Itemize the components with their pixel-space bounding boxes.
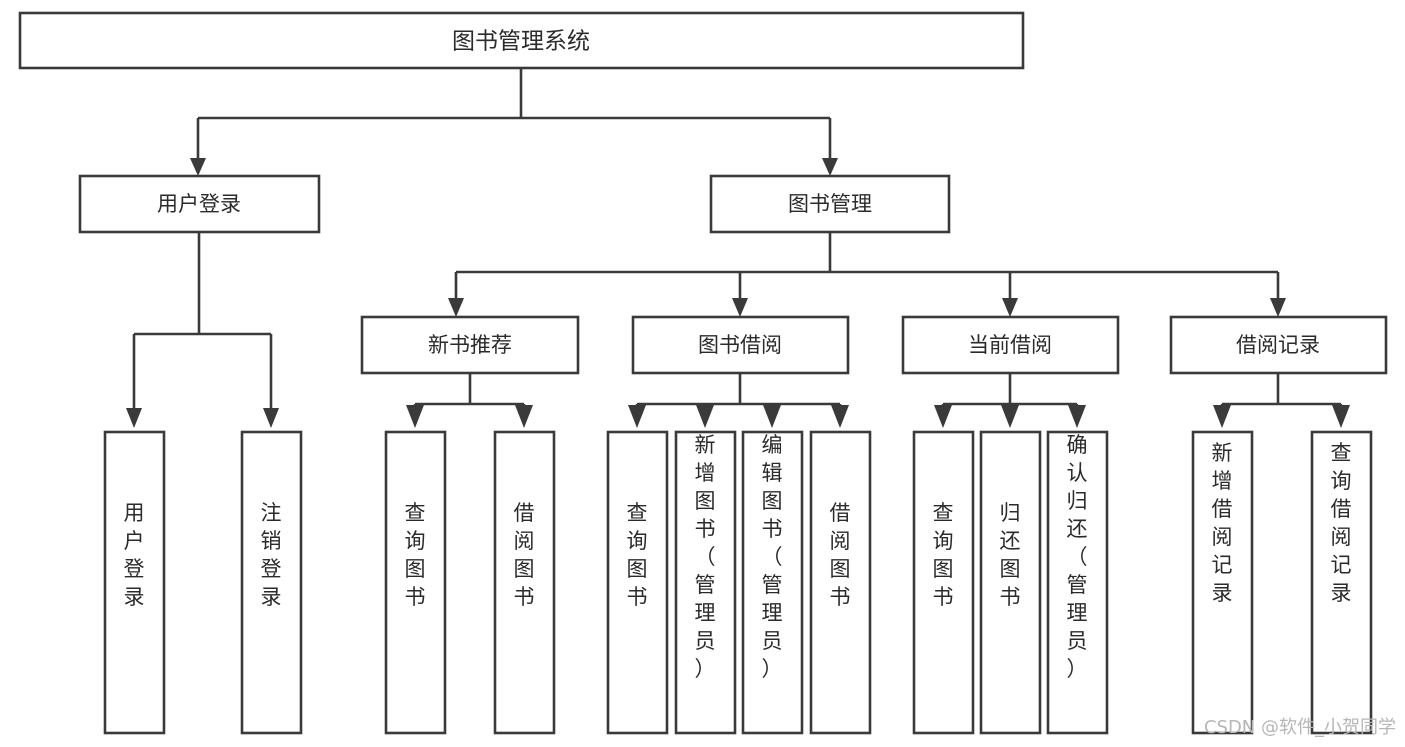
- connector-bookmgmt-bus: [454, 232, 1280, 298]
- node-borrow[interactable]: 图书借阅: [631, 315, 850, 375]
- arrowhead-to-borrow: [732, 298, 748, 317]
- node-leaf-query-record[interactable]: 查询借阅记录: [1310, 430, 1373, 735]
- node-book-mgmt-box[interactable]: [709, 174, 951, 234]
- node-root[interactable]: 图书管理系统: [18, 11, 1025, 70]
- node-login[interactable]: 用户登录: [78, 174, 321, 234]
- node-leaf-add-book[interactable]: 新增图书（管理员）: [674, 430, 737, 735]
- node-leaf-query-book-a-label: 查询图书: [405, 501, 426, 609]
- node-leaf-confirm-return-box[interactable]: [1046, 430, 1109, 735]
- node-leaf-return-book-label: 归还图书: [1000, 501, 1021, 609]
- node-borrow-record-box[interactable]: [1169, 315, 1388, 375]
- node-login-label: 用户登录: [157, 192, 241, 216]
- node-login-box[interactable]: [78, 174, 321, 234]
- node-root-box[interactable]: [18, 11, 1025, 70]
- node-leaf-query-book-a-box[interactable]: [384, 430, 447, 735]
- node-borrow-record[interactable]: 借阅记录: [1169, 315, 1388, 375]
- node-leaf-query-book-c-box[interactable]: [912, 430, 975, 735]
- node-leaf-add-record-box[interactable]: [1191, 430, 1254, 735]
- node-leaf-logout[interactable]: 注销登录: [240, 430, 303, 735]
- node-leaf-edit-book-label: 编辑图书（管理员）: [762, 433, 783, 681]
- node-leaf-borrow-book-a-label: 借阅图书: [514, 501, 535, 609]
- arrowhead-to-leaf-add-record: [1213, 405, 1231, 428]
- arrowhead-to-leaf-add-book: [696, 405, 714, 428]
- node-leaf-user-login[interactable]: 用户登录: [103, 430, 166, 735]
- node-leaf-edit-book[interactable]: 编辑图书（管理员）: [741, 430, 804, 735]
- node-new-book-box[interactable]: [360, 315, 580, 375]
- node-leaf-confirm-return[interactable]: 确认归还（管理员）: [1046, 430, 1109, 735]
- node-leaf-borrow-book-a[interactable]: 借阅图书: [493, 430, 556, 735]
- node-leaf-query-book-b[interactable]: 查询图书: [606, 430, 669, 735]
- arrowhead-to-leaf-confirm-return: [1068, 405, 1086, 428]
- arrowhead-to-leaf-borrow-book-b: [831, 405, 849, 428]
- node-leaf-edit-book-box[interactable]: [741, 430, 804, 735]
- arrowhead-to-login: [190, 158, 206, 176]
- node-leaf-logout-label: 注销登录: [261, 501, 282, 609]
- node-leaf-add-book-box[interactable]: [674, 430, 737, 735]
- node-new-book[interactable]: 新书推荐: [360, 315, 580, 375]
- arrowhead-to-leaf-edit-book: [763, 405, 781, 428]
- node-leaf-user-login-box[interactable]: [103, 430, 166, 735]
- node-current-borrow[interactable]: 当前借阅: [901, 315, 1120, 375]
- connector-borrow-bus: [635, 373, 842, 410]
- node-current-borrow-label: 当前借阅: [968, 333, 1052, 357]
- node-book-mgmt-label: 图书管理: [788, 192, 872, 216]
- node-leaf-query-book-b-box[interactable]: [606, 430, 669, 735]
- node-leaf-add-book-label: 新增图书（管理员）: [695, 433, 716, 681]
- node-leaf-query-record-label: 查询借阅记录: [1331, 441, 1352, 605]
- node-leaf-confirm-return-label: 确认归还（管理员）: [1067, 433, 1088, 681]
- arrowhead-to-new-book: [448, 298, 464, 317]
- arrowhead-to-leaf-borrow-book-a: [515, 405, 533, 428]
- arrowhead-to-borrow-record: [1270, 298, 1286, 317]
- arrowhead-to-leaf-return-book: [1001, 405, 1019, 428]
- node-borrow-label: 图书借阅: [698, 333, 782, 357]
- csdn-watermark: CSDN @软件_小贺同学: [1204, 717, 1396, 738]
- node-leaf-borrow-book-b-label: 借阅图书: [830, 501, 851, 609]
- connector-currentborrow-bus: [941, 373, 1079, 410]
- node-borrow-record-label: 借阅记录: [1236, 333, 1320, 357]
- node-leaf-query-book-c[interactable]: 查询图书: [912, 430, 975, 735]
- arrowhead-to-leaf-user-login: [126, 408, 142, 428]
- node-current-borrow-box[interactable]: [901, 315, 1120, 375]
- node-leaf-query-record-box[interactable]: [1310, 430, 1373, 735]
- arrowhead-to-leaf-query-book-c: [934, 405, 952, 428]
- node-leaf-add-record[interactable]: 新增借阅记录: [1191, 430, 1254, 735]
- node-book-mgmt[interactable]: 图书管理: [709, 174, 951, 234]
- node-leaf-user-login-label: 用户登录: [124, 501, 145, 609]
- node-leaf-query-book-a[interactable]: 查询图书: [384, 430, 447, 735]
- node-leaf-borrow-book-a-box[interactable]: [493, 430, 556, 735]
- node-leaf-logout-box[interactable]: [240, 430, 303, 735]
- node-leaf-query-book-b-label: 查询图书: [627, 501, 648, 609]
- connector-root-bus: [196, 68, 832, 158]
- node-leaf-query-book-c-label: 查询图书: [933, 501, 954, 609]
- arrowhead-to-leaf-query-book-a: [406, 405, 424, 428]
- connector-login-bus: [132, 232, 273, 408]
- connector-newbook-bus: [413, 373, 526, 412]
- node-leaf-add-record-label: 新增借阅记录: [1212, 441, 1233, 605]
- node-leaf-borrow-book-b[interactable]: 借阅图书: [809, 430, 872, 735]
- connector-borrowrecord-bus: [1220, 373, 1343, 410]
- node-borrow-box[interactable]: [631, 315, 850, 375]
- arrowhead-to-leaf-query-book-b: [628, 405, 646, 428]
- node-new-book-label: 新书推荐: [428, 333, 512, 357]
- node-leaf-borrow-book-b-box[interactable]: [809, 430, 872, 735]
- arrowhead-to-leaf-query-record: [1332, 405, 1350, 428]
- node-root-label: 图书管理系统: [452, 29, 590, 55]
- arrowhead-to-leaf-logout: [263, 408, 279, 428]
- connector-layer: [126, 68, 1350, 428]
- node-leaf-return-book-box[interactable]: [979, 430, 1042, 735]
- arrowhead-to-current-borrow: [1002, 298, 1018, 317]
- node-leaf-return-book[interactable]: 归还图书: [979, 430, 1042, 735]
- arrowhead-to-book-mgmt: [822, 158, 838, 176]
